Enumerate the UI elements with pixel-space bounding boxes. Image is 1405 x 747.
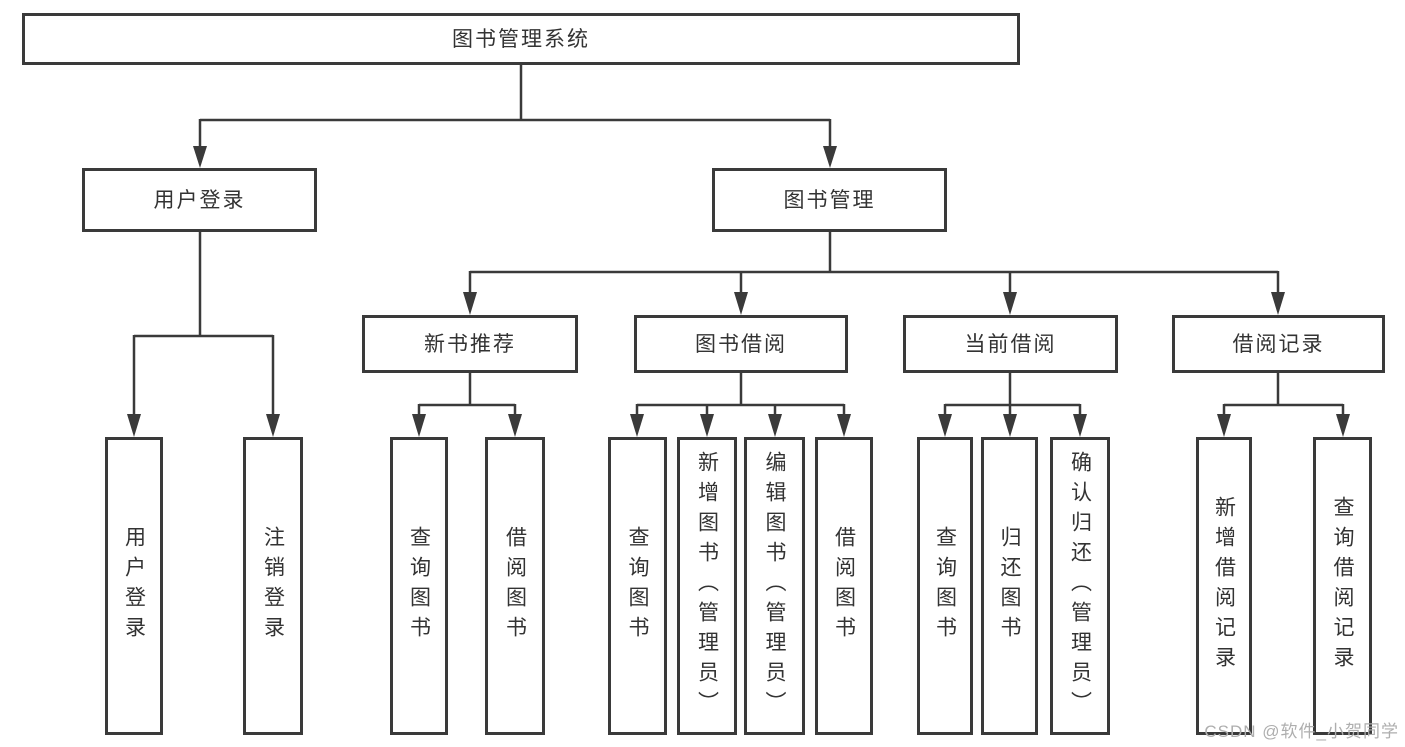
node-label: 借阅图书 — [832, 526, 856, 646]
node-label: 图书借阅 — [695, 332, 787, 356]
arrowhead — [1003, 414, 1017, 437]
node-label: 确认归还（管理员） — [1068, 451, 1092, 721]
connector-user-login-to-leaves — [127, 232, 280, 437]
connector-current-borrow-to-leaves — [938, 373, 1087, 437]
arrowhead — [1003, 292, 1017, 315]
node-label: 查询图书 — [626, 526, 649, 646]
node-label: 查询图书 — [933, 526, 957, 646]
leaf-confirm-return-admin: 确认归还（管理员） — [1050, 437, 1110, 735]
node-label: 借阅图书 — [503, 526, 527, 646]
arrowhead — [700, 414, 714, 437]
node-label: 新书推荐 — [424, 332, 516, 356]
node-label: 编辑图书（管理员） — [763, 451, 786, 721]
arrowhead — [734, 292, 748, 315]
connector-new-books-to-leaves — [412, 373, 522, 437]
leaf-query-borrow-record: 查询借阅记录 — [1313, 437, 1372, 735]
arrowhead — [508, 414, 522, 437]
connector-root-to-level2 — [193, 65, 837, 168]
leaf-user-login: 用户登录 — [105, 437, 163, 735]
csdn-watermark: CSDN @软件_小贺同学 — [1204, 722, 1399, 741]
arrowhead — [412, 414, 426, 437]
leaf-logout: 注销登录 — [243, 437, 303, 735]
node-label: 新增借阅记录 — [1212, 496, 1236, 676]
arrowhead — [1073, 414, 1087, 437]
node-label: 用户登录 — [122, 526, 146, 646]
leaf-add-books-admin: 新增图书（管理员） — [677, 437, 737, 735]
connector-book-borrow-to-leaves — [630, 373, 851, 437]
leaf-add-borrow-record: 新增借阅记录 — [1196, 437, 1252, 735]
arrowhead — [1217, 414, 1231, 437]
node-user-login: 用户登录 — [82, 168, 317, 232]
arrowhead — [463, 292, 477, 315]
leaf-borrow-books: 借阅图书 — [485, 437, 545, 735]
connector-borrow-records-to-leaves — [1217, 373, 1350, 437]
arrowhead — [630, 414, 644, 437]
node-label: 查询借阅记录 — [1331, 496, 1354, 676]
arrowhead — [266, 414, 280, 437]
node-label: 归还图书 — [998, 526, 1021, 646]
node-label: 新增图书（管理员） — [695, 451, 719, 721]
leaf-borrow-books-2: 借阅图书 — [815, 437, 873, 735]
leaf-query-books-2: 查询图书 — [608, 437, 667, 735]
node-new-book-recommend: 新书推荐 — [362, 315, 578, 373]
node-label: 借阅记录 — [1232, 332, 1325, 356]
node-label: 用户登录 — [153, 188, 246, 212]
node-label: 注销登录 — [261, 526, 285, 646]
arrowhead — [127, 414, 141, 437]
leaf-return-books: 归还图书 — [981, 437, 1038, 735]
node-borrowing-records: 借阅记录 — [1172, 315, 1385, 373]
node-label: 图书管理 — [783, 188, 876, 212]
node-book-management-system: 图书管理系统 — [22, 13, 1020, 65]
node-label: 当前借阅 — [964, 332, 1057, 356]
arrowhead — [768, 414, 782, 437]
node-current-borrowing: 当前借阅 — [903, 315, 1118, 373]
connector-book-mgmt-to-level3 — [463, 232, 1285, 315]
arrowhead — [193, 146, 207, 168]
node-book-management: 图书管理 — [712, 168, 947, 232]
arrowhead — [823, 146, 837, 168]
leaf-query-books: 查询图书 — [390, 437, 448, 735]
arrowhead — [837, 414, 851, 437]
leaf-edit-books-admin: 编辑图书（管理员） — [744, 437, 805, 735]
node-label: 查询图书 — [407, 526, 431, 646]
leaf-query-books-3: 查询图书 — [917, 437, 973, 735]
arrowhead — [1336, 414, 1350, 437]
node-label: 图书管理系统 — [452, 27, 590, 51]
arrowhead — [938, 414, 952, 437]
node-book-borrowing: 图书借阅 — [634, 315, 848, 373]
arrowhead — [1271, 292, 1285, 315]
